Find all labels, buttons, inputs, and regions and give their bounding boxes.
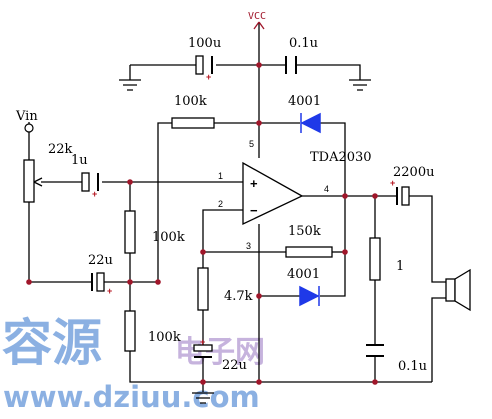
label-c-01u-top: 0.1u bbox=[289, 36, 318, 51]
junction-node bbox=[200, 379, 206, 385]
junction-node bbox=[372, 379, 378, 385]
wire-pot-bottom bbox=[28, 202, 92, 283]
resistor-4.7k: 4.7k bbox=[197, 267, 253, 311]
pin-3: 3 bbox=[246, 241, 251, 251]
label-d-4001-top: 4001 bbox=[288, 94, 321, 109]
capacitor-0.1u-top: 0.1u bbox=[285, 36, 318, 74]
label-c-22u-bottom: 22u bbox=[222, 358, 247, 373]
resistor-100k-top: 100k bbox=[171, 94, 215, 129]
capacitor-2200u: + 2200u bbox=[390, 165, 434, 206]
junction-node bbox=[256, 62, 262, 68]
label-c-01u-bottom: 0.1u bbox=[398, 359, 427, 374]
label-vcc: VCC bbox=[248, 11, 266, 22]
junction-node bbox=[342, 249, 348, 255]
label-ic: TDA2030 bbox=[310, 150, 372, 165]
svg-text:+: + bbox=[390, 178, 395, 188]
junction-node bbox=[127, 179, 133, 185]
wire-to-speaker-top bbox=[407, 195, 446, 283]
ground-symbols bbox=[119, 79, 371, 404]
watermark: 容源 电子网 www.dziuu.com bbox=[2, 314, 265, 414]
diode-4001-bottom: 4001 bbox=[287, 267, 320, 307]
label-c-2200u: 2200u bbox=[393, 165, 434, 180]
ground-icon-top-left bbox=[119, 79, 141, 91]
potentiometer-22k: Vin 22k bbox=[15, 109, 73, 203]
junction-node bbox=[200, 249, 206, 255]
junction-node bbox=[372, 193, 378, 199]
ground-icon-top-right bbox=[349, 79, 371, 91]
watermark-url: www.dziuu.com bbox=[3, 380, 260, 414]
speaker-icon bbox=[445, 278, 456, 302]
svg-text:+: + bbox=[206, 72, 211, 82]
svg-text:+: + bbox=[107, 286, 112, 296]
vcc-marker: VCC bbox=[248, 11, 266, 30]
junction-node bbox=[256, 293, 262, 299]
wire-r100k-bottom bbox=[129, 351, 203, 383]
wire-diode-top-out bbox=[320, 122, 346, 196]
opamp-triangle-icon bbox=[242, 161, 304, 226]
pin-5: 5 bbox=[249, 139, 254, 149]
label-r-1: 1 bbox=[396, 259, 404, 274]
wire-bias-left bbox=[157, 122, 172, 282]
label-r-150k: 150k bbox=[288, 224, 321, 239]
junction-node bbox=[127, 279, 133, 285]
wire-diode-bottom-right bbox=[320, 196, 346, 297]
speaker bbox=[445, 268, 471, 312]
label-r-100k-mid: 100k bbox=[152, 230, 185, 245]
pin-2: 2 bbox=[218, 199, 223, 209]
label-c-1u: 1u bbox=[71, 153, 88, 168]
watermark-main: 容源 bbox=[2, 314, 102, 372]
label-d-4001-bottom: 4001 bbox=[287, 267, 320, 282]
label-r-22k: 22k bbox=[48, 142, 73, 157]
diode-icon bbox=[299, 285, 320, 307]
capacitor-22u-bottom: + 22u bbox=[193, 337, 247, 373]
input-terminal-icon bbox=[24, 123, 34, 133]
junction-node bbox=[256, 379, 262, 385]
opamp-plus-sign: + bbox=[250, 176, 258, 191]
label-r-100k-bottom: 100k bbox=[148, 330, 181, 345]
vcc-arrow-icon bbox=[253, 21, 265, 30]
watermark-secondary: 电子网 bbox=[175, 335, 265, 370]
svg-text:+: + bbox=[92, 189, 97, 199]
label-c-22u-left: 22u bbox=[88, 253, 113, 268]
wire-c01u-right bbox=[296, 64, 361, 80]
capacitor-22u-left: + 22u bbox=[88, 253, 113, 296]
resistor-100k-bottom: 100k bbox=[124, 310, 181, 352]
capacitor-100u: + 100u bbox=[188, 36, 221, 82]
junction-node bbox=[342, 193, 348, 199]
resistor-100k-mid: 100k bbox=[124, 210, 185, 254]
resistor-1: 1 bbox=[369, 237, 404, 281]
ground-icon-bottom bbox=[192, 392, 214, 404]
diode-icon bbox=[300, 112, 321, 134]
label-vin: Vin bbox=[15, 109, 38, 124]
electrolytic-plate-icon bbox=[195, 55, 204, 75]
junction-nodes bbox=[26, 62, 378, 385]
capacitor-1u: + 1u bbox=[71, 153, 99, 199]
label-r-47k: 4.7k bbox=[224, 289, 253, 304]
diode-4001-top: 4001 bbox=[288, 94, 321, 134]
label-c-100u: 100u bbox=[188, 36, 221, 51]
junction-node bbox=[26, 279, 32, 285]
ic-tda2030: + − TDA2030 1 2 3 4 5 bbox=[218, 139, 372, 251]
resistor-150k: 150k bbox=[285, 224, 333, 258]
capacitor-0.1u-bottom: 0.1u bbox=[366, 344, 427, 374]
pin-4: 4 bbox=[324, 184, 329, 194]
label-r-100k-top: 100k bbox=[174, 94, 207, 109]
svg-text:+: + bbox=[200, 337, 205, 347]
opamp-minus-sign: − bbox=[250, 203, 258, 218]
junction-node bbox=[155, 279, 161, 285]
junction-node bbox=[256, 120, 262, 126]
wire-minus bbox=[202, 209, 243, 268]
pin-1: 1 bbox=[218, 171, 223, 181]
wire-to-speaker-bottom bbox=[431, 297, 446, 382]
wiper-arrow-icon bbox=[33, 177, 43, 187]
wires bbox=[28, 22, 446, 392]
